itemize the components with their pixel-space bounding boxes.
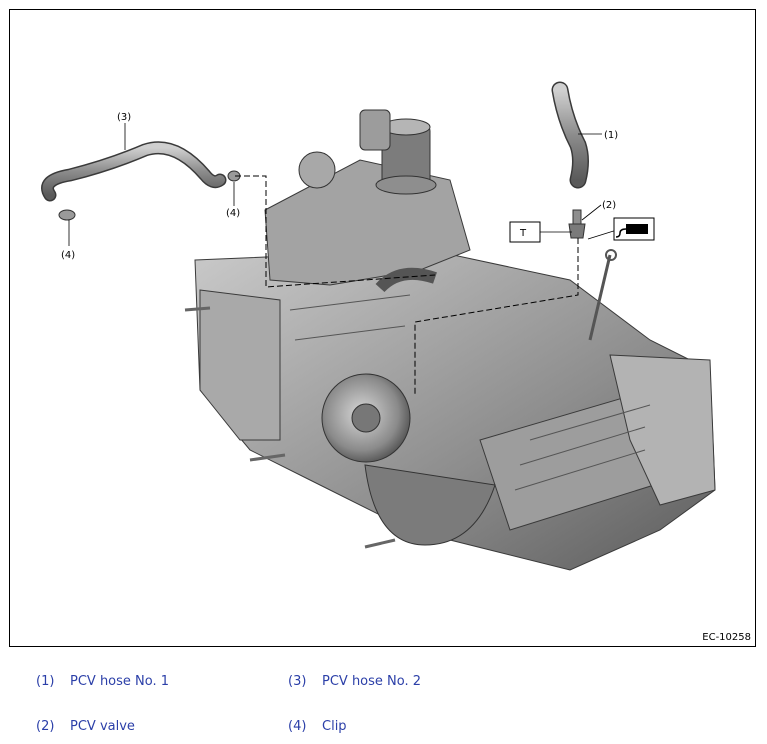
engine-exploded-diagram: (3) (4) (4) (1) (2) T [41, 81, 716, 571]
callout-2: (2) [602, 200, 616, 211]
legend-item-pcv-hose-2: (3) PCV hose No. 2 [288, 674, 421, 689]
torque-label: T [519, 228, 527, 239]
diagram-figure: (3) (4) (4) (1) (2) T EC-10258 [9, 9, 756, 647]
engine-illustration [184, 109, 716, 571]
legend-number: (3) [288, 674, 307, 689]
pcv-hose-1-icon [551, 81, 589, 189]
clip-icon [58, 170, 241, 221]
legend-label: Clip [322, 719, 347, 734]
legend-label: PCV hose No. 2 [322, 674, 422, 689]
pcv-valve-icon [568, 209, 586, 239]
pcv-hose-2-icon [41, 141, 227, 202]
legend-label: PCV hose No. 1 [70, 674, 170, 689]
legend-item-pcv-valve: (2) PCV valve [36, 719, 135, 734]
legend-label: PCV valve [70, 719, 135, 734]
callout-4-right: (4) [226, 208, 240, 219]
figure-code: EC-10258 [702, 632, 751, 643]
callout-1: (1) [604, 130, 618, 141]
legend-item-clip: (4) Clip [288, 719, 347, 734]
installation-guide-lines [235, 175, 579, 395]
legend-number: (4) [288, 719, 307, 734]
callout-3: (3) [117, 112, 131, 123]
legend-number: (1) [36, 674, 55, 689]
callout-4-left: (4) [61, 250, 75, 261]
legend-item-pcv-hose-1: (1) PCV hose No. 1 [36, 674, 169, 689]
sealant-icon [613, 217, 655, 241]
torque-box: T [509, 221, 541, 243]
callout-leader-lines [68, 123, 621, 246]
legend-number: (2) [36, 719, 55, 734]
